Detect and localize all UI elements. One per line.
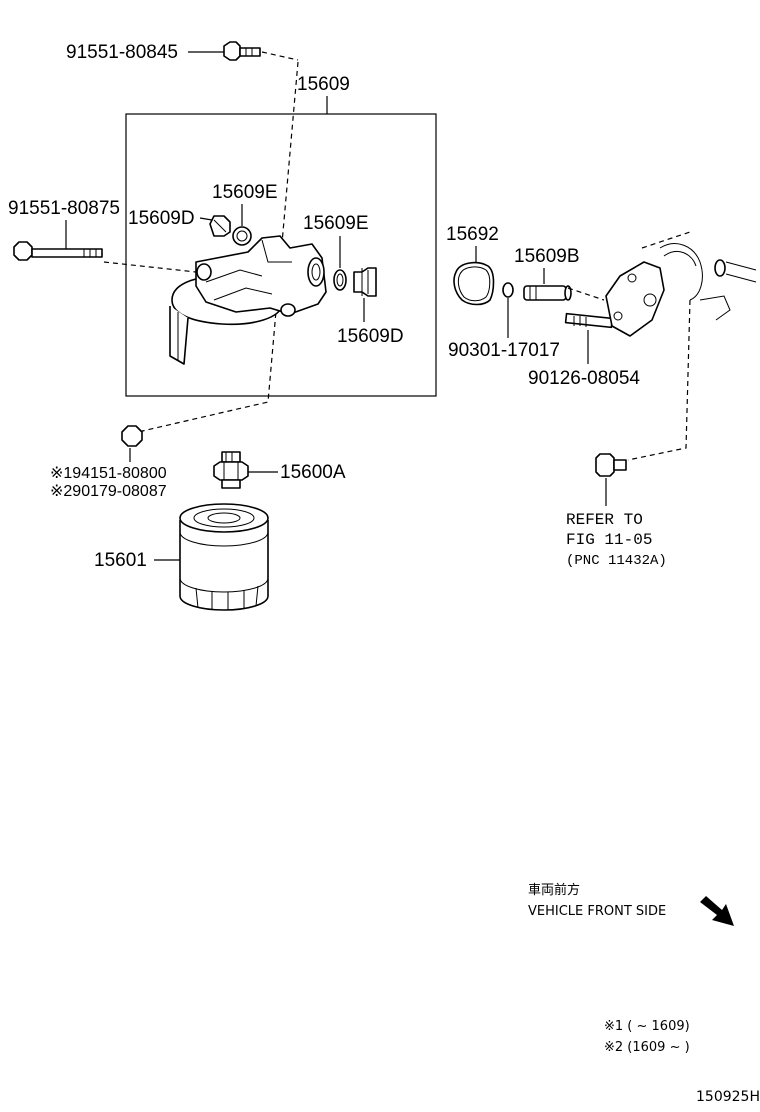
vehicle-front-indicator: 車両前方 VEHICLE FRONT SIDE	[528, 882, 734, 926]
part-number-label: 15609E	[303, 213, 369, 234]
refer-line-1: REFER TO	[566, 511, 643, 529]
part-number-label: ※290179-08087	[50, 483, 167, 500]
stud-bolt-icon	[564, 312, 614, 329]
assembly-frame	[125, 113, 437, 397]
part-94151-80800-90179-08087[interactable]: ※194151-80800 ※290179-08087	[50, 425, 167, 500]
part-number-label: 90301-17017	[448, 340, 560, 361]
part-number-label: 15692	[446, 224, 499, 245]
part-15609B[interactable]: 15609B	[514, 246, 580, 301]
part-15609E-right[interactable]: 15609E	[303, 213, 369, 291]
union-bolt-icon	[523, 285, 572, 301]
plug-icon	[353, 267, 377, 297]
engine-block-flange	[567, 231, 757, 461]
drain-plug-icon	[595, 453, 627, 477]
direction-jp: 車両前方	[528, 882, 580, 898]
part-90126-08054[interactable]: 90126-08054	[528, 312, 640, 389]
oil-filter-bracket[interactable]	[169, 215, 327, 365]
assembly-15609[interactable]: 15609	[125, 74, 437, 397]
part-number-label: 15601	[94, 550, 147, 571]
part-number-label: 15609B	[514, 246, 580, 267]
part-number-label: 91551-80875	[8, 198, 120, 219]
part-91551-80845[interactable]: 91551-80845	[66, 41, 299, 63]
part-number-label: 15600A	[280, 462, 346, 483]
part-15601[interactable]: 15601	[94, 503, 269, 611]
diagram-id: 150925H	[696, 1089, 760, 1105]
plug-icon	[121, 425, 143, 447]
part-number-label: 90126-08054	[528, 368, 640, 389]
o-ring-icon	[502, 282, 514, 298]
long-bolt-icon	[13, 241, 103, 261]
part-number-label: ※194151-80800	[50, 465, 167, 482]
part-15609E-top[interactable]: 15609E	[212, 182, 278, 226]
part-number-label: 15609E	[212, 182, 278, 203]
part-number-label: 15609	[297, 74, 350, 95]
part-number-label: 91551-80845	[66, 42, 178, 63]
part-91551-80875[interactable]: 91551-80875	[8, 198, 197, 273]
part-15692[interactable]: 15692	[446, 224, 499, 306]
part-15609D-right[interactable]: 15609D	[337, 267, 404, 347]
part-90301-17017[interactable]: 90301-17017	[448, 282, 560, 361]
note-2: ※2 (1609 ~ )	[604, 1040, 690, 1055]
union-icon	[213, 451, 249, 489]
oil-filter-icon	[179, 503, 269, 611]
note-1: ※1 ( ~ 1609)	[604, 1019, 690, 1034]
refer-line-2: FIG 11-05	[566, 531, 652, 549]
arrow-down-right-icon	[700, 896, 734, 926]
refer-fig-11-05[interactable]: REFER TO FIG 11-05 (PNC 11432A)	[566, 453, 667, 569]
gasket-icon	[333, 269, 347, 291]
gasket-icon	[453, 261, 495, 306]
refer-line-3: (PNC 11432A)	[566, 553, 667, 569]
direction-en: VEHICLE FRONT SIDE	[528, 904, 666, 919]
bolt-icon	[223, 41, 261, 61]
part-15609D-left[interactable]: 15609D	[128, 208, 213, 229]
part-number-label: 15609D	[128, 208, 195, 229]
part-number-label: 15609D	[337, 326, 404, 347]
part-15600A[interactable]: 15600A	[213, 451, 346, 489]
